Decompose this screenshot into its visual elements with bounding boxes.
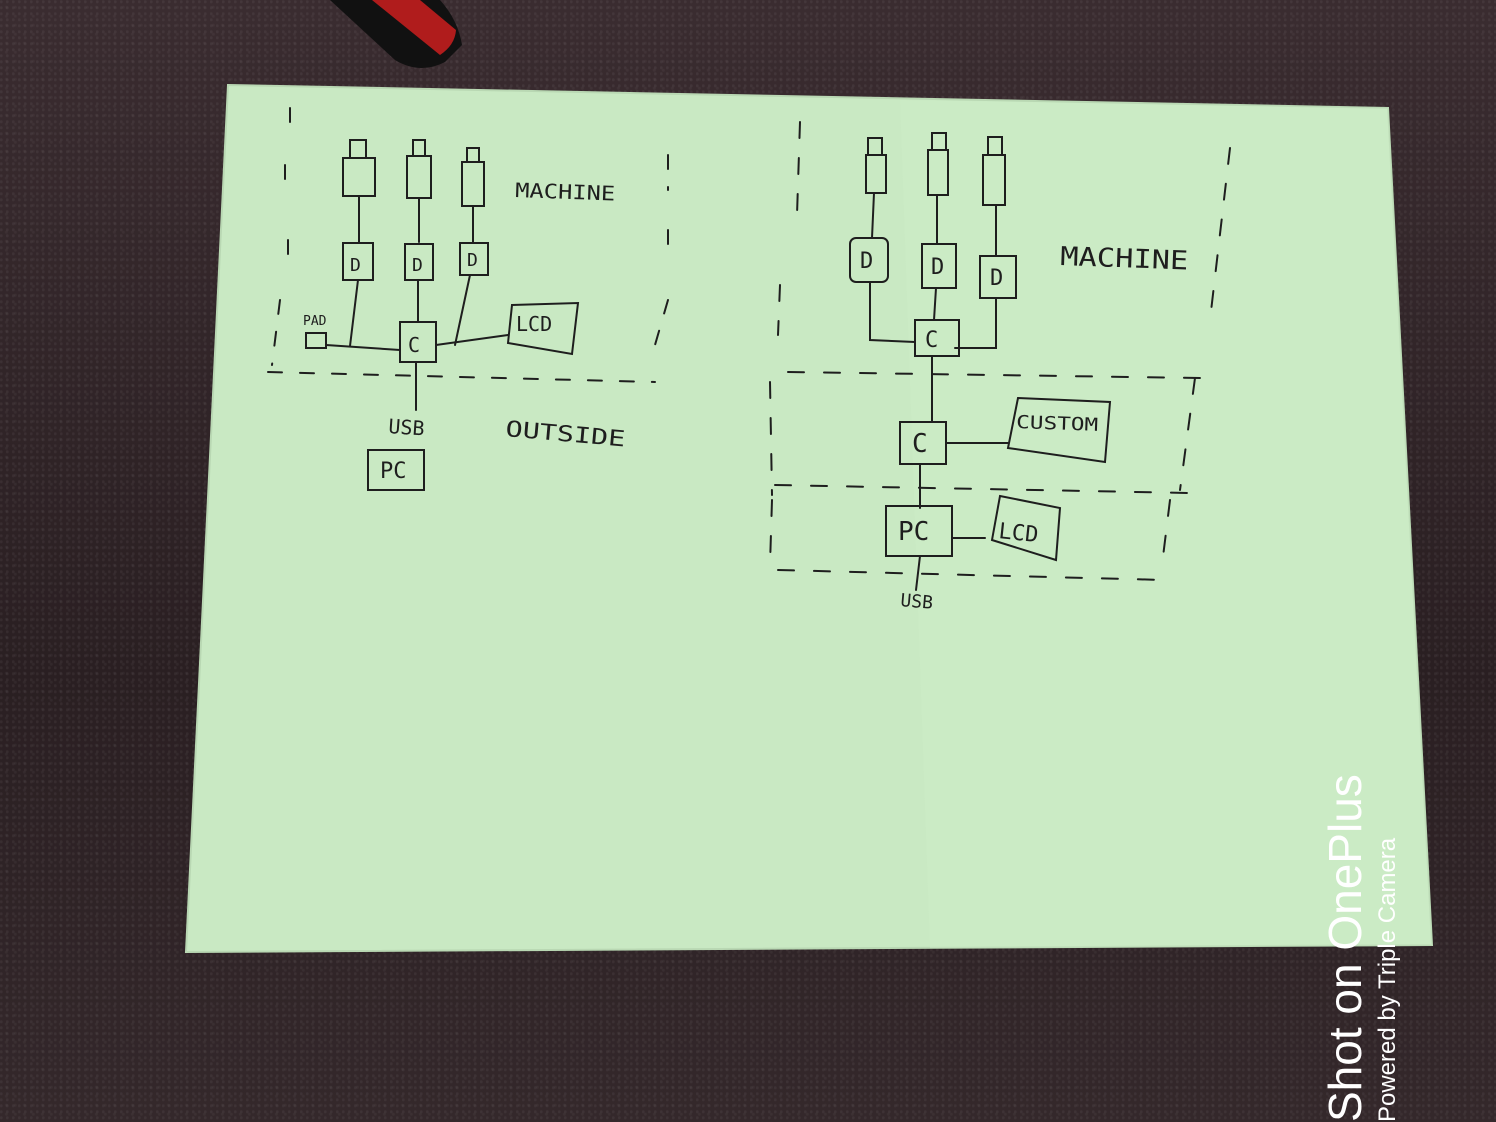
camera-watermark: Shot on OnePlus Powered by Triple Camera [1319,774,1402,1122]
right-motor-1 [865,137,887,194]
left-usb-label: USB [388,414,426,440]
left-pad-label: PAD [303,314,327,329]
right-middle-controller-label: C [912,429,928,459]
right-custom-label: CUSTOM [1016,412,1099,436]
left-pc-label: PC [380,459,407,484]
left-driver-3 [459,242,489,276]
right-driver-3 [979,255,1017,299]
right-driver-label-3: D [990,266,1003,291]
left-machine-boundary [267,107,669,383]
right-lcd-label: LCD [997,519,1039,548]
left-driver-label-3: D [467,250,478,271]
watermark-main-text: Shot on OnePlus [1319,774,1371,1122]
left-pad-box [305,332,327,349]
right-driver-2 [921,243,957,289]
right-machine-boundary [777,121,1231,379]
right-top-controller [914,319,960,357]
left-driver-label-2: D [412,255,423,276]
right-motor-3 [982,136,1006,206]
right-diagram [769,121,1231,591]
left-controller [399,321,437,363]
right-lcd-box [990,494,1062,562]
right-top-controller-label: C [925,328,938,353]
left-machine-label: MACHINE [515,178,616,205]
watermark-sub-text: Powered by Triple Camera [1374,837,1401,1122]
right-custom-box [1006,396,1112,464]
right-driver-label-2: D [931,255,944,280]
left-driver-label-1: D [350,255,361,276]
right-driver-label-1: D [860,249,873,274]
paper-sheet [186,85,1432,952]
left-diagram [267,107,669,491]
left-lcd-label: LCD [516,312,552,336]
pen-object [330,0,462,69]
right-machine-label: MACHINE [1060,242,1189,276]
left-pc-box [367,449,425,491]
right-bottom-boundary [769,499,1171,581]
left-lcd-box [506,301,580,356]
left-controller-label: C [408,333,420,357]
right-usb-label: USB [900,590,934,614]
right-pc-label: PC [898,517,929,547]
